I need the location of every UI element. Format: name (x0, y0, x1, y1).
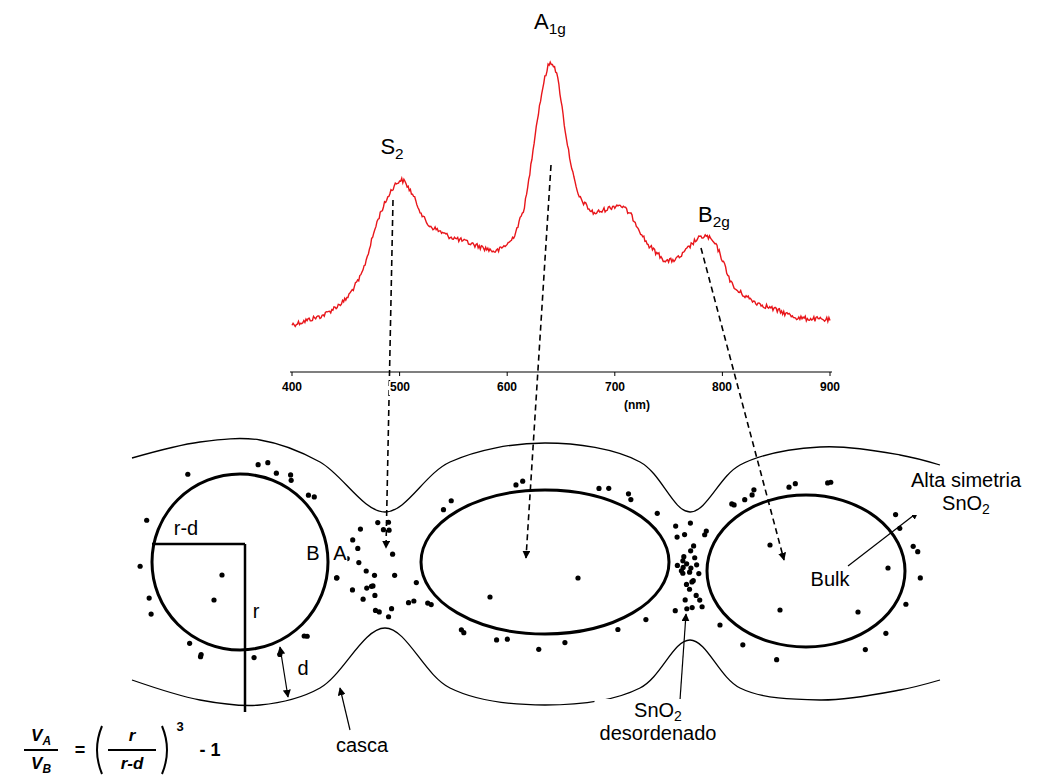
tick-label: 800 (711, 381, 733, 395)
peak-label: B2g (697, 202, 731, 227)
grain-core (421, 490, 669, 634)
text-part: Alta simetria SnO (911, 469, 1021, 514)
subscript: 2 (395, 145, 404, 162)
tick-label: 500 (389, 381, 411, 395)
x-axis (290, 371, 832, 372)
region-label: casca (335, 734, 389, 757)
formula-term: VB (30, 754, 52, 774)
region-letter: A (332, 542, 347, 565)
dopant-dots (138, 460, 923, 662)
text-part: V (31, 726, 42, 745)
tick-label: 900 (819, 381, 841, 395)
formula-exponent: 3 (175, 720, 184, 735)
text-part: desordenado (600, 722, 717, 744)
text-part: A (534, 9, 549, 34)
axis-unit: (nm) (623, 399, 651, 413)
leader-arrows (340, 512, 918, 730)
raman-spectrum (292, 62, 830, 326)
formula-term: VA (30, 726, 52, 746)
subscript: A (42, 734, 51, 748)
text-part: S (380, 134, 395, 159)
dimension-label: r-d (173, 517, 199, 540)
axis-ticks (292, 372, 830, 376)
dimension-label: d (296, 657, 309, 680)
radius-lines (152, 544, 245, 712)
formula-term: r (128, 726, 137, 746)
formula-term: = (74, 740, 87, 761)
subscript: 2 (982, 501, 990, 517)
tick-label: 600 (496, 381, 518, 395)
thickness-arrow (280, 647, 288, 697)
region-label: Bulk (810, 568, 851, 591)
region-label: Alta simetria SnO2 (899, 469, 1033, 515)
grain-core (707, 495, 905, 647)
formula-term: - 1 (198, 740, 221, 761)
subscript: 1g (549, 20, 566, 37)
dimension-label: r (252, 600, 261, 623)
tick-label: 700 (604, 381, 626, 395)
peak-label: A1g (533, 9, 567, 34)
text-part: B (698, 202, 713, 227)
subscript: B (42, 762, 51, 776)
shell-outline (132, 628, 940, 706)
grain-core (152, 474, 328, 650)
peak-label: S2 (379, 134, 404, 159)
region-label: SnO2 desordenado (595, 699, 722, 745)
subscript: 2 (674, 708, 682, 724)
region-letter: B (305, 542, 320, 565)
peak-arrows (386, 165, 784, 560)
formula-term: r-d (120, 754, 145, 774)
text-part: SnO (634, 699, 674, 721)
text-part: V (31, 754, 42, 773)
tick-label: 400 (281, 381, 303, 395)
subscript: 2g (713, 213, 730, 230)
